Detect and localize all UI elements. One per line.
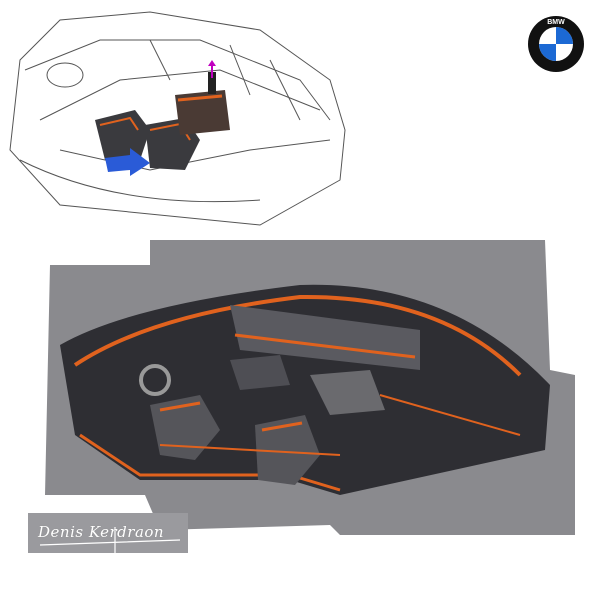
interior-pencil-sketch <box>0 0 370 235</box>
signature-panel <box>28 513 188 553</box>
signature-underline <box>39 527 181 560</box>
signature: Denis Kerdraon <box>38 523 165 541</box>
seat-front-left <box>150 395 220 460</box>
logo-text: BMW <box>547 19 565 26</box>
bmw-logo: BMW <box>527 15 585 73</box>
blue-arrow <box>105 148 150 176</box>
seat-rear <box>230 355 290 390</box>
seat-front-right <box>255 415 320 485</box>
console-sketch <box>175 60 230 135</box>
interior-color-rendering <box>0 235 600 600</box>
seat-sketch-left <box>95 110 150 160</box>
